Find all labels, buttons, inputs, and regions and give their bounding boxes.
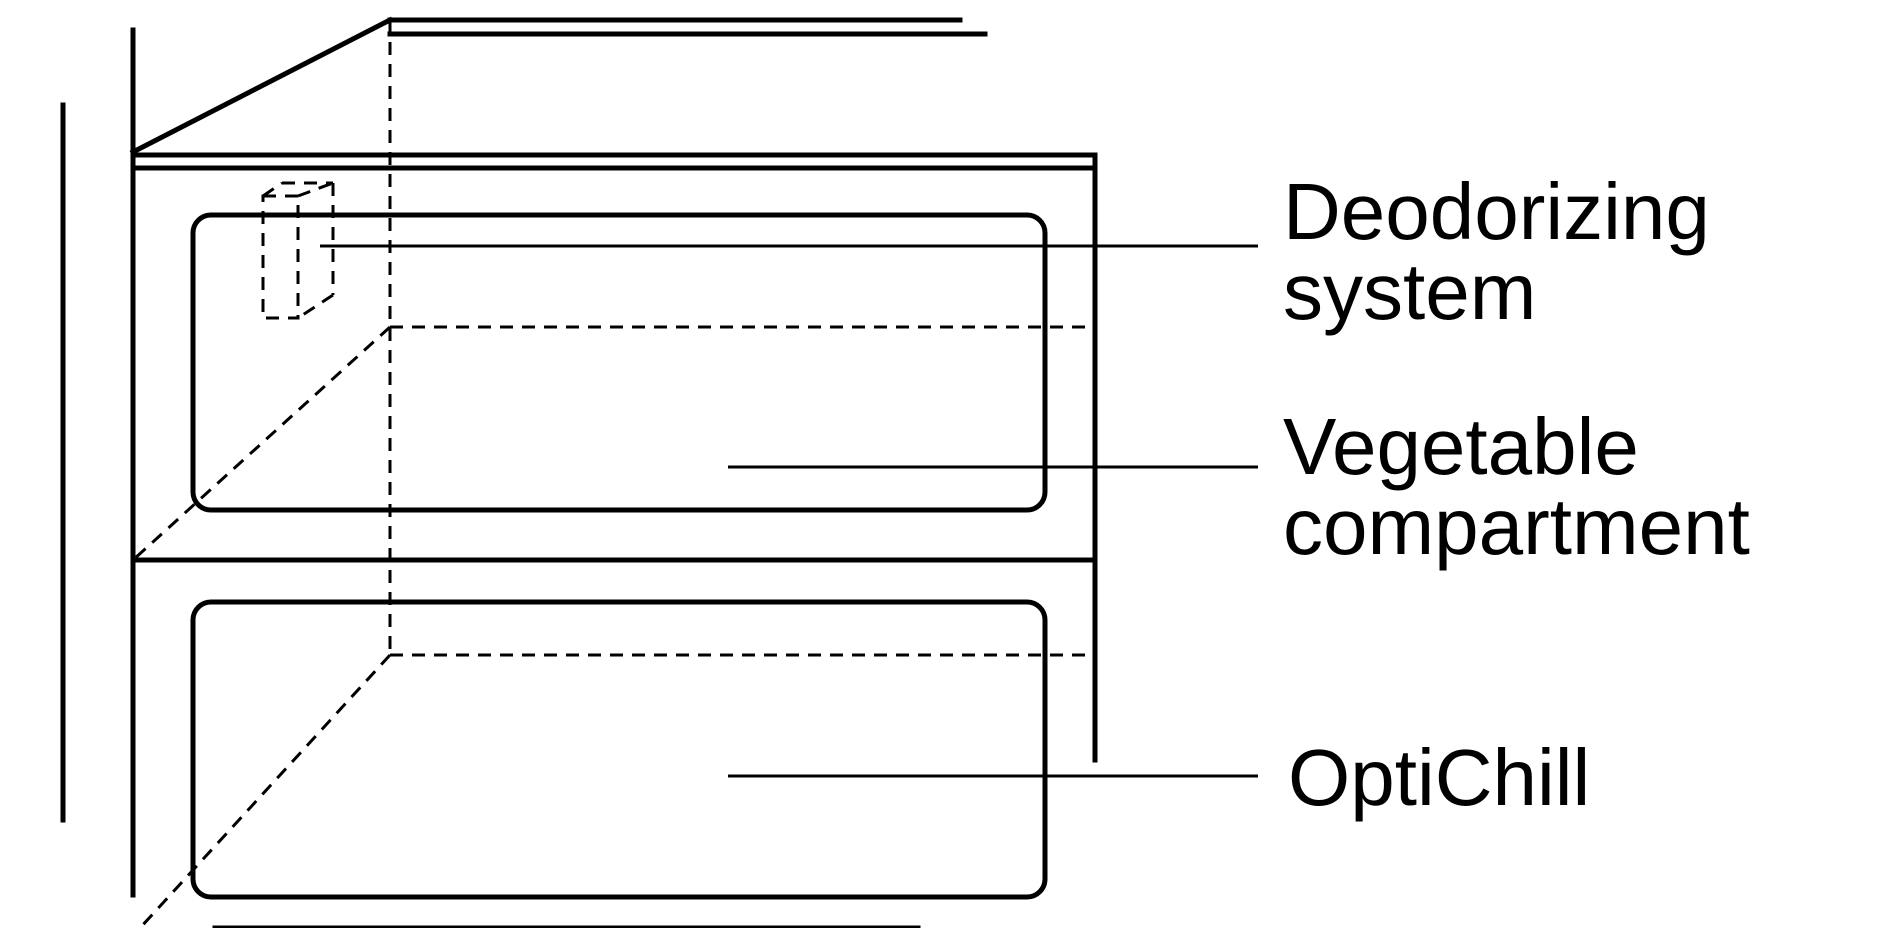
deodorizing-system-label: Deodorizing system bbox=[1283, 172, 1710, 332]
vegetable-compartment-drawer bbox=[190, 212, 1048, 513]
deodorizing-label-line2: system bbox=[1283, 247, 1537, 336]
vegetable-label-line2: compartment bbox=[1283, 482, 1750, 571]
deodorizing-label-line1: Deodorizing bbox=[1283, 167, 1710, 256]
top-perspective-edge bbox=[129, 16, 394, 156]
optichill-label: OptiChill bbox=[1288, 738, 1590, 818]
optichill-drawer bbox=[190, 599, 1048, 900]
deodorizing-system-box bbox=[261, 181, 335, 320]
optichill-label-line1: OptiChill bbox=[1288, 733, 1591, 822]
hidden-lower-diagonal bbox=[138, 653, 392, 928]
hidden-upper-diagonal bbox=[131, 325, 392, 562]
vegetable-compartment-label: Vegetable compartment bbox=[1283, 407, 1750, 567]
vegetable-label-line1: Vegetable bbox=[1283, 402, 1639, 491]
